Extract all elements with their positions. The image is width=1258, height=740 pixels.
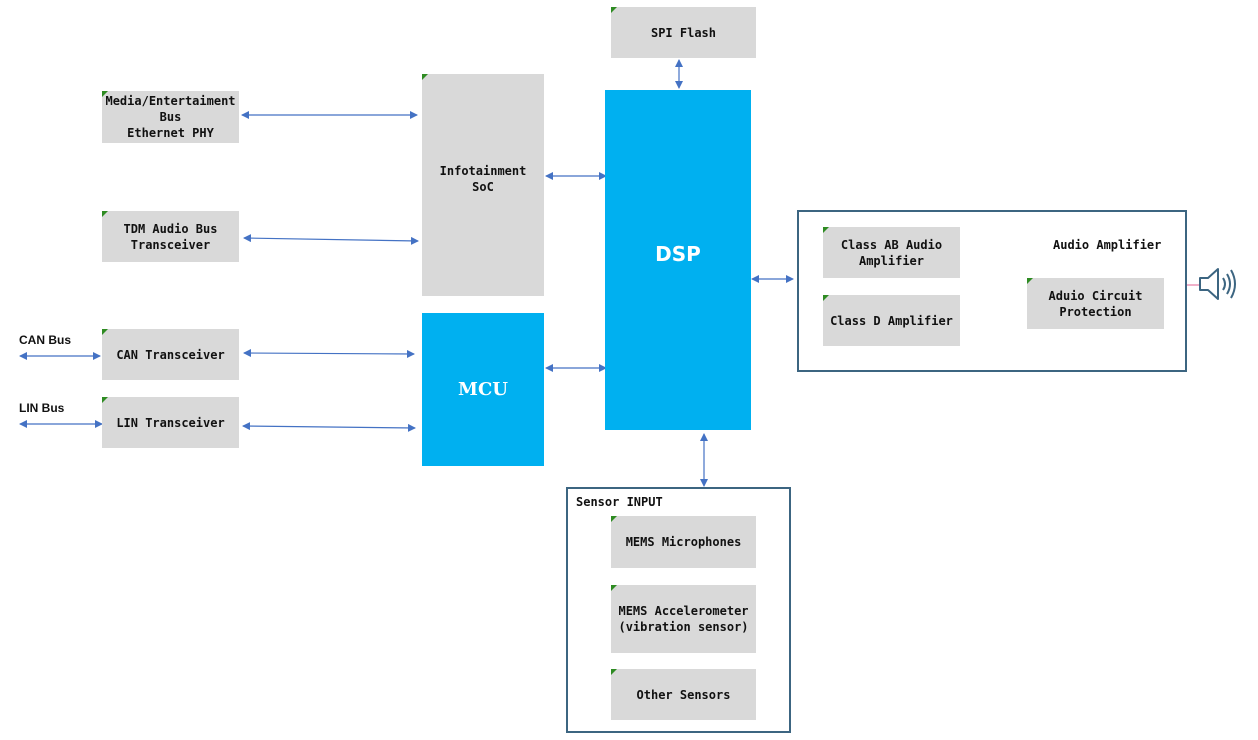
- tdm-audio-bus-block: TDM Audio Bus Transceiver: [102, 211, 239, 262]
- sensor-input-group: [566, 487, 791, 733]
- media-bus-block: Media/Entertaiment Bus Ethernet PHY: [102, 91, 239, 143]
- other-sensors-block: Other Sensors: [611, 669, 756, 720]
- tdm-audio-bus-label: TDM Audio Bus Transceiver: [123, 221, 218, 252]
- arrow-lin-mcu: [242, 422, 416, 432]
- circuit-protection-label: Aduio Circuit Protection: [1048, 288, 1143, 319]
- can-transceiver-block: CAN Transceiver: [102, 329, 239, 380]
- arrow-tdm-soc: [243, 234, 419, 245]
- dsp-label: DSP: [655, 242, 701, 266]
- can-transceiver-label: CAN Transceiver: [116, 347, 225, 362]
- mcu-block: MCU: [422, 313, 544, 466]
- lin-bus-label: LIN Bus: [19, 401, 65, 415]
- infotainment-soc-label: Infotainment SoC: [439, 164, 527, 194]
- arrow-can-mcu: [243, 349, 415, 358]
- mems-accelerometer-label: MEMS Accelerometer (vibration sensor): [618, 604, 749, 634]
- mems-microphones-label: MEMS Microphones: [625, 535, 742, 549]
- sensor-input-title: Sensor INPUT: [576, 495, 663, 509]
- mcu-label: MCU: [458, 378, 508, 400]
- spi-flash-label: SPI Flash: [650, 25, 717, 40]
- class-d-amplifier-label: Class D Amplifier: [830, 313, 953, 328]
- mems-microphones-block: MEMS Microphones: [611, 516, 756, 568]
- lin-transceiver-block: LIN Transceiver: [102, 397, 239, 448]
- mems-accelerometer-block: MEMS Accelerometer (vibration sensor): [611, 585, 756, 653]
- class-ab-amplifier-label: Class AB Audio Amplifier: [840, 237, 943, 268]
- audio-amplifier-group: [797, 210, 1187, 372]
- class-d-amplifier-block: Class D Amplifier: [823, 295, 960, 346]
- class-ab-amplifier-block: Class AB Audio Amplifier: [823, 227, 960, 278]
- dsp-block: DSP: [605, 90, 751, 430]
- speaker-icon: [1196, 264, 1244, 304]
- other-sensors-label: Other Sensors: [636, 687, 731, 702]
- audio-amplifier-title: Audio Amplifier: [1053, 238, 1162, 252]
- circuit-protection-block: Aduio Circuit Protection: [1027, 278, 1164, 329]
- infotainment-soc-block: Infotainment SoC: [422, 74, 544, 296]
- can-bus-label: CAN Bus: [19, 333, 72, 347]
- media-bus-label: Media/Entertaiment Bus Ethernet PHY: [105, 94, 236, 140]
- spi-flash-block: SPI Flash: [611, 7, 756, 58]
- lin-transceiver-label: LIN Transceiver: [116, 415, 225, 430]
